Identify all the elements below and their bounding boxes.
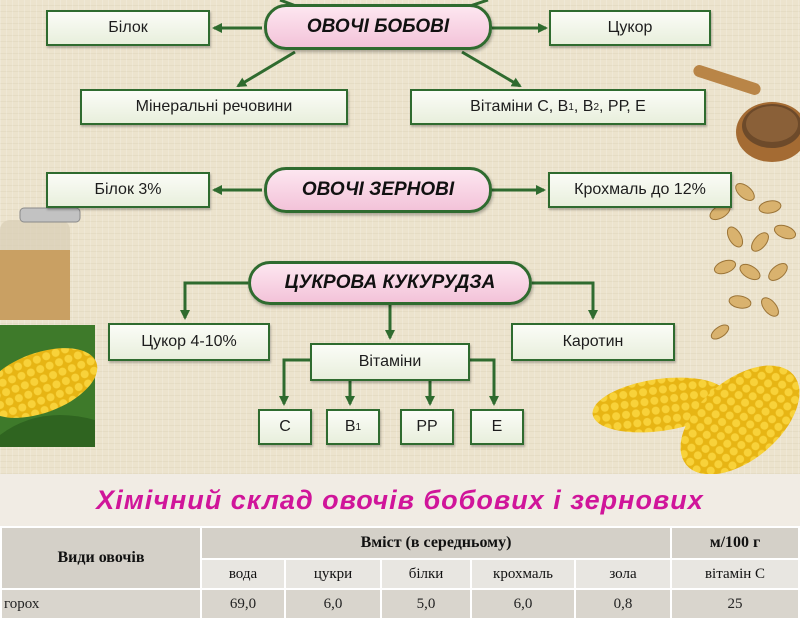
grain-jar-icon [0,207,81,320]
corn-cob-left-icon [0,325,98,447]
legumes-title-pill: ОВОЧІ БОБОВІ [264,4,492,50]
corn-title-pill: ЦУКРОВА КУКУРУДЗА [248,261,532,305]
grains-protein-box: Білок 3% [46,172,210,208]
corn-vitamin-e-box: Е [470,409,524,445]
grains-title-pill: ОВОЧІ ЗЕРНОВІ [264,167,492,213]
corn-vitamins-box: Вітаміни [310,343,470,381]
header-kinds: Види овочів [0,526,202,590]
header-content: Вміст (в середньому) [200,526,672,560]
wooden-spoon-with-grains-icon [693,65,800,162]
subheader-sugars: цукри [284,558,382,590]
row-value-sugars: 6,0 [284,588,382,620]
corn-cobs-right-icon [592,365,800,475]
subheader-water: вода [200,558,286,590]
subheader-proteins: білки [380,558,472,590]
corn-sugar-box: Цукор 4-10% [108,323,270,361]
chemical-composition-table: Види овочів Вміст (в середньому) м/100 г… [0,526,800,620]
header-unit: м/100 г [670,526,800,560]
row-value-starch: 6,0 [470,588,576,620]
wheat-grains-icon [709,183,797,340]
row-value-ash: 0,8 [574,588,672,620]
legumes-vitamins-prefix: Вітаміни С, В [470,98,569,115]
subheader-starch: крохмаль [470,558,576,590]
table-header-row: Види овочів Вміст (в середньому) м/100 г [0,526,800,590]
corn-vitamin-pp-box: РР [400,409,454,445]
row-value-water: 69,0 [200,588,286,620]
corn-vitamin-b-sub: 1 [355,421,362,433]
legumes-vitamins-suffix: , РР, Е [599,98,646,115]
subheader-ash: зола [574,558,672,590]
grains-starch-box: Крохмаль до 12% [548,172,732,208]
row-name: горох [0,588,202,620]
connector-arrows [180,0,598,406]
corn-vitamin-c-box: С [258,409,312,445]
corn-carotene-box: Каротин [511,323,675,361]
row-value-vitamin-c: 25 [670,588,800,620]
table-row: горох 69,0 6,0 5,0 6,0 0,8 25 [0,588,800,620]
legumes-vitamins-sub1: 1 [568,101,574,113]
table-subheader-row: вода цукри білки крохмаль зола вітамін С [1,558,800,590]
corn-vitamin-b-label: В [344,418,356,435]
subheader-vitamin-c: вітамін С [670,558,800,590]
table-title: Хімічний склад овочів бобових і зернових [96,484,704,515]
legumes-vitamins-mid: , В [573,98,594,115]
legumes-vitamins-sub2: 2 [593,101,600,113]
legumes-minerals-box: Мінеральні речовини [80,89,348,125]
legumes-protein-box: Білок [46,10,210,46]
legumes-sugar-box: Цукор [549,10,711,46]
row-value-proteins: 5,0 [380,588,472,620]
